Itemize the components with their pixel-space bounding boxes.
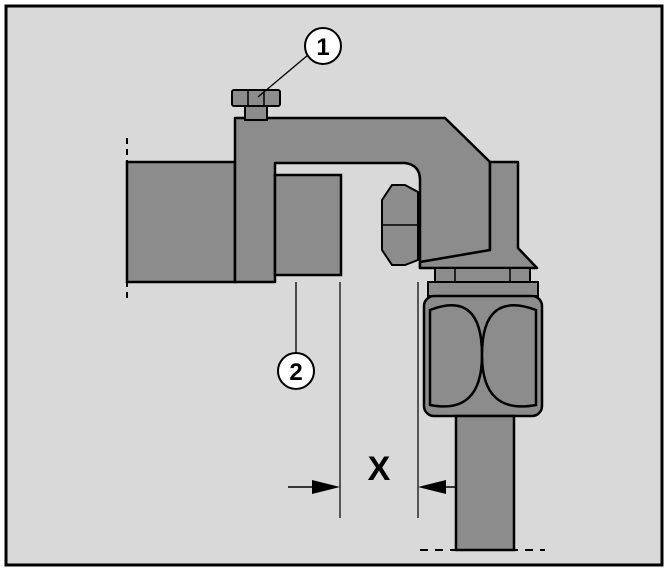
left-structure-block — [125, 160, 237, 284]
callout-1-number: 1 — [316, 34, 329, 61]
callout-1-circle — [304, 27, 342, 65]
screw-head — [231, 89, 281, 107]
nut-flat-right — [480, 304, 538, 408]
washer-lower — [427, 281, 539, 297]
diagram-frame — [4, 4, 664, 567]
shaft — [454, 414, 516, 552]
callout-2-circle — [277, 352, 315, 390]
callout-2-number: 2 — [289, 359, 302, 386]
callout-1-leader — [257, 54, 309, 98]
nut-flat-left — [428, 304, 484, 408]
sensor-block — [273, 173, 343, 277]
washer — [434, 267, 531, 283]
dimension-label: X — [368, 450, 391, 488]
dimension-arrowhead-right — [418, 480, 446, 494]
dimension-arrowhead-left — [312, 480, 340, 494]
